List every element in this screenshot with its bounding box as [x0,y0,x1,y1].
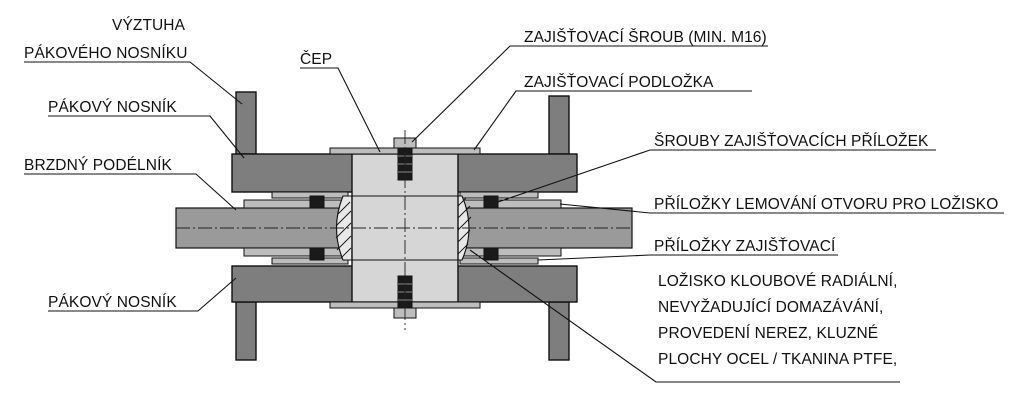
stiffener-bottom-right [548,301,570,361]
label-vyztuha-line1: VÝZTUHA [112,17,186,34]
label-prilozky-zajistovaci: PŘÍLOŽKY ZAJIŠŤOVACÍ [654,238,836,255]
label-brzdny-podelnik: BRZDNÝ PODÉLNÍK [24,157,172,174]
lining-plate-top-right [460,199,562,209]
lining-plate-top-left [243,199,345,209]
stiffener-bottom-left [235,301,257,361]
label-srouby-prilozek: ŠROUBY ZAJIŠŤOVACÍCH PŘÍLOŽEK [654,133,929,150]
label-vyztuha-line2: PÁKOVÉHO NOSNÍKU [24,45,188,62]
label-cep: ČEP [300,51,332,68]
lining-plate-bottom-left [243,247,345,257]
stiffener-top-right [548,95,570,155]
labels: VÝZTUHA PÁKOVÉHO NOSNÍKU PÁKOVÝ NOSNÍK B… [24,17,998,368]
label-zajistovaci-podlozka: ZAJIŠŤOVACÍ PODLOŽKA [524,74,714,91]
label-pakovy-nosnik-top: PÁKOVÝ NOSNÍK [48,99,177,116]
securing-plate-top-right [459,191,539,199]
bearing-hatch [335,197,472,259]
label-pakovy-nosnik-bottom: PÁKOVÝ NOSNÍK [48,294,177,311]
label-zajistovaci-sroub: ZAJIŠŤOVACÍ ŠROUB (MIN. M16) [524,29,767,46]
label-lozisko-line1: LOŽISKO KLOUBOVÉ RADIÁLNÍ, [658,273,897,290]
label-lozisko-line4: PLOCHY OCEL / TKANINA PTFE, [658,351,897,368]
label-lozisko-line2: NEVYŽADUJÍCÍ DOMAZÁVÁNÍ, [658,299,883,316]
structure [175,91,633,361]
label-lozisko-line3: PROVEDENÍ NEREZ, KLUZNÉ [658,325,878,342]
label-prilozky-lemovani: PŘÍLOŽKY LEMOVÁNÍ OTVORU PRO LOŽISKO [654,196,998,213]
leader-lines [24,45,1004,383]
securing-plate-bottom-right [459,257,539,265]
plate-bolts [309,195,499,261]
